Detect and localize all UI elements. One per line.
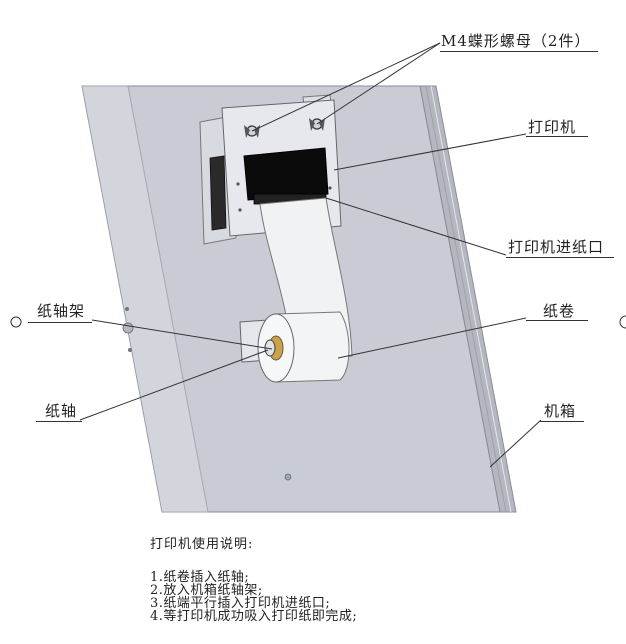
instruction-step-2: 2.放入机箱纸轴架; [150,583,263,598]
underline-printer [526,136,588,137]
label-wing-nut: M4蝶形螺母（2件） [441,32,591,50]
underline-paper-roll [526,320,588,321]
underline-paper-roll-holder [28,322,92,323]
cabinet-screw [284,473,292,481]
cabinet-hole-1 [125,307,129,311]
leader-lines [79,42,542,468]
paper-roll [275,311,350,383]
underline-printer-paper-inlet [506,257,614,258]
printer-side-block [209,155,227,231]
printer-head [243,147,329,201]
cabinet-right-edge [419,85,517,513]
instruction-step-3: 3.纸端平行插入打印机进纸口; [150,596,331,611]
underline-wing-nut [440,51,598,52]
label-printer-paper-inlet: 打印机进纸口 [508,238,605,256]
label-paper-roll: 纸卷 [543,302,576,320]
printer-installation-diagram [10,42,626,513]
registration-mark-right [619,315,626,329]
instruction-step-1: 1.纸卷插入纸轴; [150,570,250,585]
label-cabinet: 机箱 [544,402,577,420]
underline-paper-shaft [36,421,82,422]
cabinet-hole-3 [128,348,132,352]
plate-screw-1 [236,182,240,186]
instruction-step-4: 4.等打印机成功吸入打印纸即完成; [150,609,358,624]
cabinet-hole-2 [122,322,134,334]
label-paper-roll-holder: 纸轴架 [37,302,86,320]
registration-mark-left [10,316,22,328]
instructions-title: 打印机使用说明: [150,537,254,552]
printer-usage-instructions: 打印机使用说明: 1.纸卷插入纸轴; 2.放入机箱纸轴架; 3.纸端平行插入打印… [150,538,357,623]
underline-cabinet [540,421,584,422]
plate-screw-2 [328,186,332,190]
plate-screw-3 [238,208,242,212]
label-paper-shaft: 纸轴 [45,402,78,420]
label-printer: 打印机 [528,118,577,136]
